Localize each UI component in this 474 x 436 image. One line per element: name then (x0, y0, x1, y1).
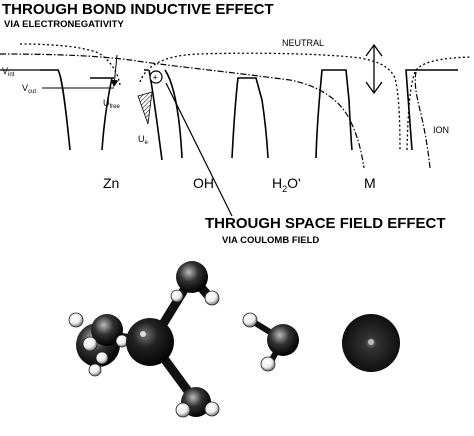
hatched-region (137, 91, 153, 125)
molecule-metal-atom (342, 314, 400, 372)
bond-effect-title: THROUGH BOND INDUCTIVE EFFECT (2, 1, 274, 18)
space-effect-subtitle: VIA COULOMB FIELD (222, 235, 319, 246)
neutral-label: NEUTRAL (282, 38, 324, 48)
double-arrow-icon (365, 43, 383, 95)
v-cut-label: Vcut (22, 83, 36, 95)
molecule-zn-complex (68, 261, 220, 418)
species-zn: Zn (103, 175, 119, 191)
neutral-dotted-curve (19, 43, 471, 151)
space-effect-title: THROUGH SPACE FIELD EFFECT (205, 215, 446, 232)
plus-charge-icon (149, 70, 163, 84)
u-free-label: Ufree (103, 98, 121, 110)
field-effect-leader (165, 82, 233, 217)
ion-dashdot-curve (0, 53, 431, 169)
plus-charge-symbol: + (153, 73, 158, 83)
species-m: M (364, 175, 376, 191)
solid-potential-curve (40, 69, 458, 161)
potential-wells (0, 43, 471, 169)
bond-effect-subtitle: VIA ELECTRONEGATIVITY (4, 19, 124, 30)
species-h2o: H2O' (272, 175, 301, 194)
v-int-label: Vint (2, 66, 15, 78)
ion-label: ION (433, 125, 449, 135)
u-e-label: Ue (138, 134, 149, 146)
molecule-water (242, 312, 299, 372)
species-oh: OH (193, 175, 214, 191)
